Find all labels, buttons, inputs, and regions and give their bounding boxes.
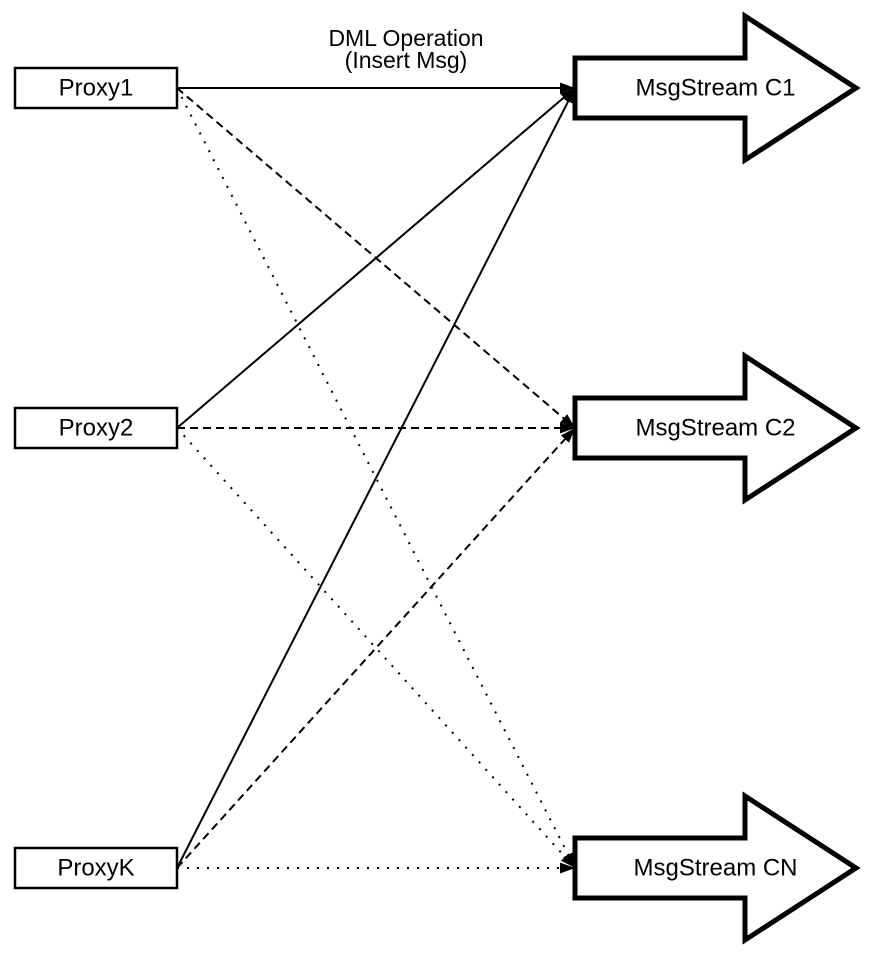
annotation: DML Operation (Insert Msg) <box>328 25 483 73</box>
proxy-label-proxyk: ProxyK <box>57 855 134 882</box>
stream-node-c1: MsgStream C1 <box>572 11 861 165</box>
streams-layer: MsgStream C1 MsgStream C2 MsgStream CN <box>572 11 861 945</box>
proxy-box-proxy1 <box>13 66 179 110</box>
stream-label-cn: MsgStream CN <box>633 855 797 882</box>
annotation-line-1: DML Operation <box>328 25 483 51</box>
edge-proxy2-to-cn-dotted <box>176 427 576 869</box>
edge-proxyk-to-c1-solid <box>176 87 576 869</box>
proxy-label-proxy2: Proxy2 <box>59 415 134 442</box>
edge-proxyk-to-c2-dashed <box>176 427 576 869</box>
proxy-node-proxyk: ProxyK <box>13 846 179 890</box>
block-arrow-shape-c1 <box>572 11 861 165</box>
annotation-line-2: (Insert Msg) <box>345 47 468 73</box>
proxy-node-proxy2: Proxy2 <box>13 406 179 450</box>
stream-label-c2: MsgStream C2 <box>635 415 795 442</box>
stream-node-cn: MsgStream CN <box>572 791 861 945</box>
proxy-node-proxy1: Proxy1 <box>13 66 179 110</box>
edges-layer <box>176 82 576 874</box>
stream-node-c2: MsgStream C2 <box>572 351 861 505</box>
block-arrow-shape-cn <box>572 791 861 945</box>
edge-proxy2-to-c1-solid <box>176 87 576 429</box>
stream-label-c1: MsgStream C1 <box>635 75 795 102</box>
block-arrow-shape-c2 <box>572 351 861 505</box>
proxy-label-proxy1: Proxy1 <box>59 75 134 102</box>
